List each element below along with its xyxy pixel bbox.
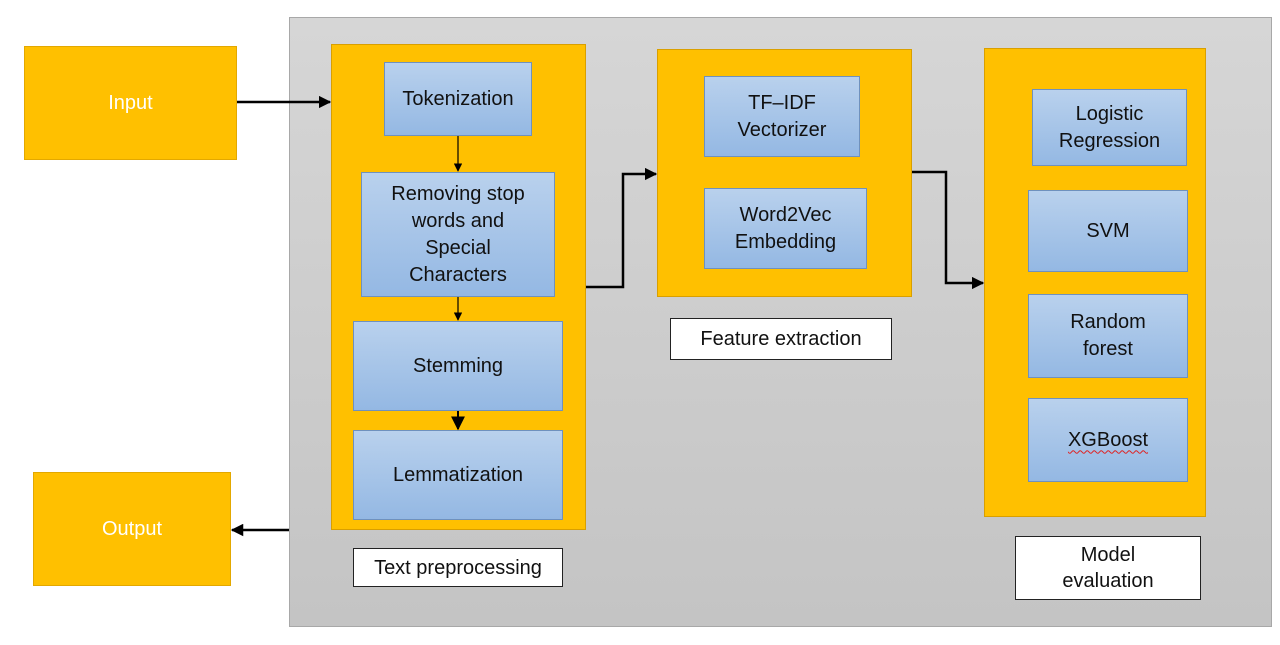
feature-tfidf-label: TF–IDF Vectorizer	[737, 91, 827, 141]
arrow-features-to-models	[912, 170, 985, 290]
step-tokenization: Tokenization	[384, 62, 532, 136]
model-logistic-regression-label: Logistic Regression	[1058, 102, 1161, 152]
model-random-forest-label: Random forest	[1070, 311, 1146, 360]
model-logistic-regression: Logistic Regression	[1032, 89, 1187, 166]
step-remove-stopwords-label: Removing stop words and Special Characte…	[391, 182, 525, 286]
model-evaluation-caption-text: Model evaluation	[1062, 544, 1154, 592]
model-svm-label: SVM	[1086, 219, 1130, 242]
step-remove-stopwords: Removing stop words and Special Characte…	[361, 172, 555, 297]
input-box: Input	[24, 46, 237, 160]
feature-tfidf: TF–IDF Vectorizer	[704, 76, 860, 157]
model-xgboost: XGBoost	[1028, 398, 1188, 482]
input-label: Input	[108, 91, 153, 114]
step-stemming-label: Stemming	[412, 354, 504, 377]
preprocessing-caption: Text preprocessing	[353, 548, 563, 587]
feature-extraction-caption: Feature extraction	[670, 318, 892, 360]
preprocessing-caption-text: Text preprocessing	[374, 556, 542, 579]
model-evaluation-caption: Model evaluation	[1015, 536, 1201, 600]
step-lemmatization: Lemmatization	[353, 430, 563, 520]
model-xgboost-label: XGBoost	[1067, 428, 1149, 451]
arrow-preprocessing-to-features	[586, 167, 658, 289]
model-random-forest: Random forest	[1028, 294, 1188, 378]
feature-extraction-caption-text: Feature extraction	[700, 328, 862, 350]
model-svm: SVM	[1028, 190, 1188, 272]
output-box: Output	[33, 472, 231, 586]
step-stemming: Stemming	[353, 321, 563, 411]
feature-word2vec-label: Word2Vec Embedding	[734, 203, 837, 253]
step-tokenization-label: Tokenization	[402, 87, 514, 110]
feature-word2vec: Word2Vec Embedding	[704, 188, 867, 269]
output-label: Output	[101, 517, 163, 540]
step-lemmatization-label: Lemmatization	[392, 463, 524, 486]
